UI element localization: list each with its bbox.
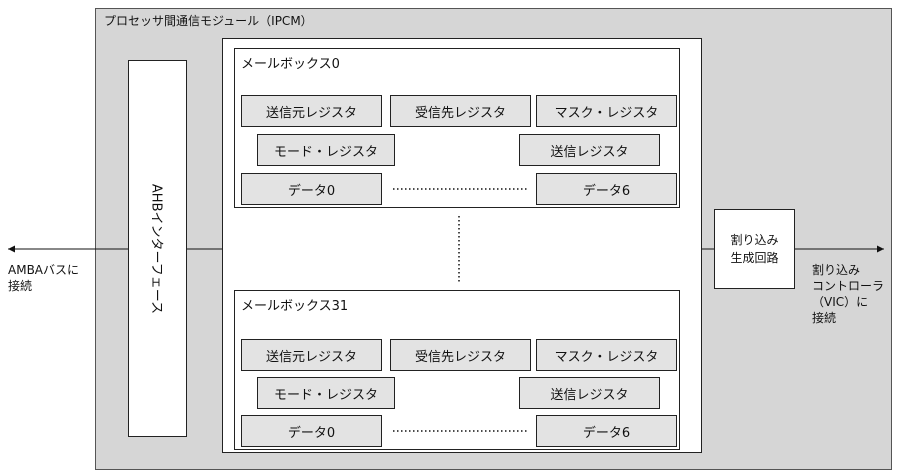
data0-register: データ0 — [241, 173, 382, 205]
data-ellipsis-dots — [393, 188, 528, 190]
mask-register: マスク・レジスタ — [536, 95, 677, 127]
mailbox-title: メールボックス31 — [241, 299, 349, 314]
vic-label: 割り込み コントローラ （VIC）に 接続 — [812, 262, 884, 326]
ahb-interface-block: AHBインターフェース — [128, 60, 187, 437]
destination-register: 受信先レジスタ — [390, 95, 531, 127]
data6-register: データ6 — [536, 415, 677, 447]
vic-label-line3: （VIC）に — [812, 295, 869, 309]
mailbox-title: メールボックス0 — [241, 57, 340, 72]
mode-register: モード・レジスタ — [257, 134, 395, 166]
source-register: 送信元レジスタ — [241, 95, 382, 127]
amba-label-line2: 接続 — [8, 279, 33, 293]
vic-label-line4: 接続 — [812, 311, 837, 325]
mode-register: モード・レジスタ — [257, 377, 395, 409]
send-register: 送信レジスタ — [519, 134, 660, 166]
destination-register: 受信先レジスタ — [390, 339, 531, 371]
module-title: プロセッサ間通信モジュール（IPCM） — [104, 14, 313, 28]
vic-label-line1: 割り込み — [812, 263, 861, 277]
send-register: 送信レジスタ — [519, 377, 660, 409]
source-register: 送信元レジスタ — [241, 339, 382, 371]
interrupt-label-line1: 割り込み — [730, 233, 779, 247]
data0-register: データ0 — [241, 415, 382, 447]
interrupt-label-line2: 生成回路 — [730, 251, 779, 265]
data-ellipsis-dots — [393, 430, 528, 432]
mailbox-ellipsis-dots — [458, 216, 460, 284]
interrupt-generator-block: 割り込み 生成回路 — [714, 209, 795, 289]
mailbox-31: メールボックス31 送信元レジスタ 受信先レジスタ マスク・レジスタ モード・レ… — [234, 290, 680, 450]
mailbox-0: メールボックス0 送信元レジスタ 受信先レジスタ マスク・レジスタ モード・レジ… — [234, 48, 680, 208]
mask-register: マスク・レジスタ — [536, 339, 677, 371]
amba-label-line1: AMBAバスに — [8, 263, 80, 277]
amba-bus-label: AMBAバスに 接続 — [8, 262, 79, 294]
data6-register: データ6 — [536, 173, 677, 205]
vic-label-line2: コントローラ — [812, 279, 885, 293]
ahb-interface-label: AHBインターフェース — [148, 183, 163, 314]
